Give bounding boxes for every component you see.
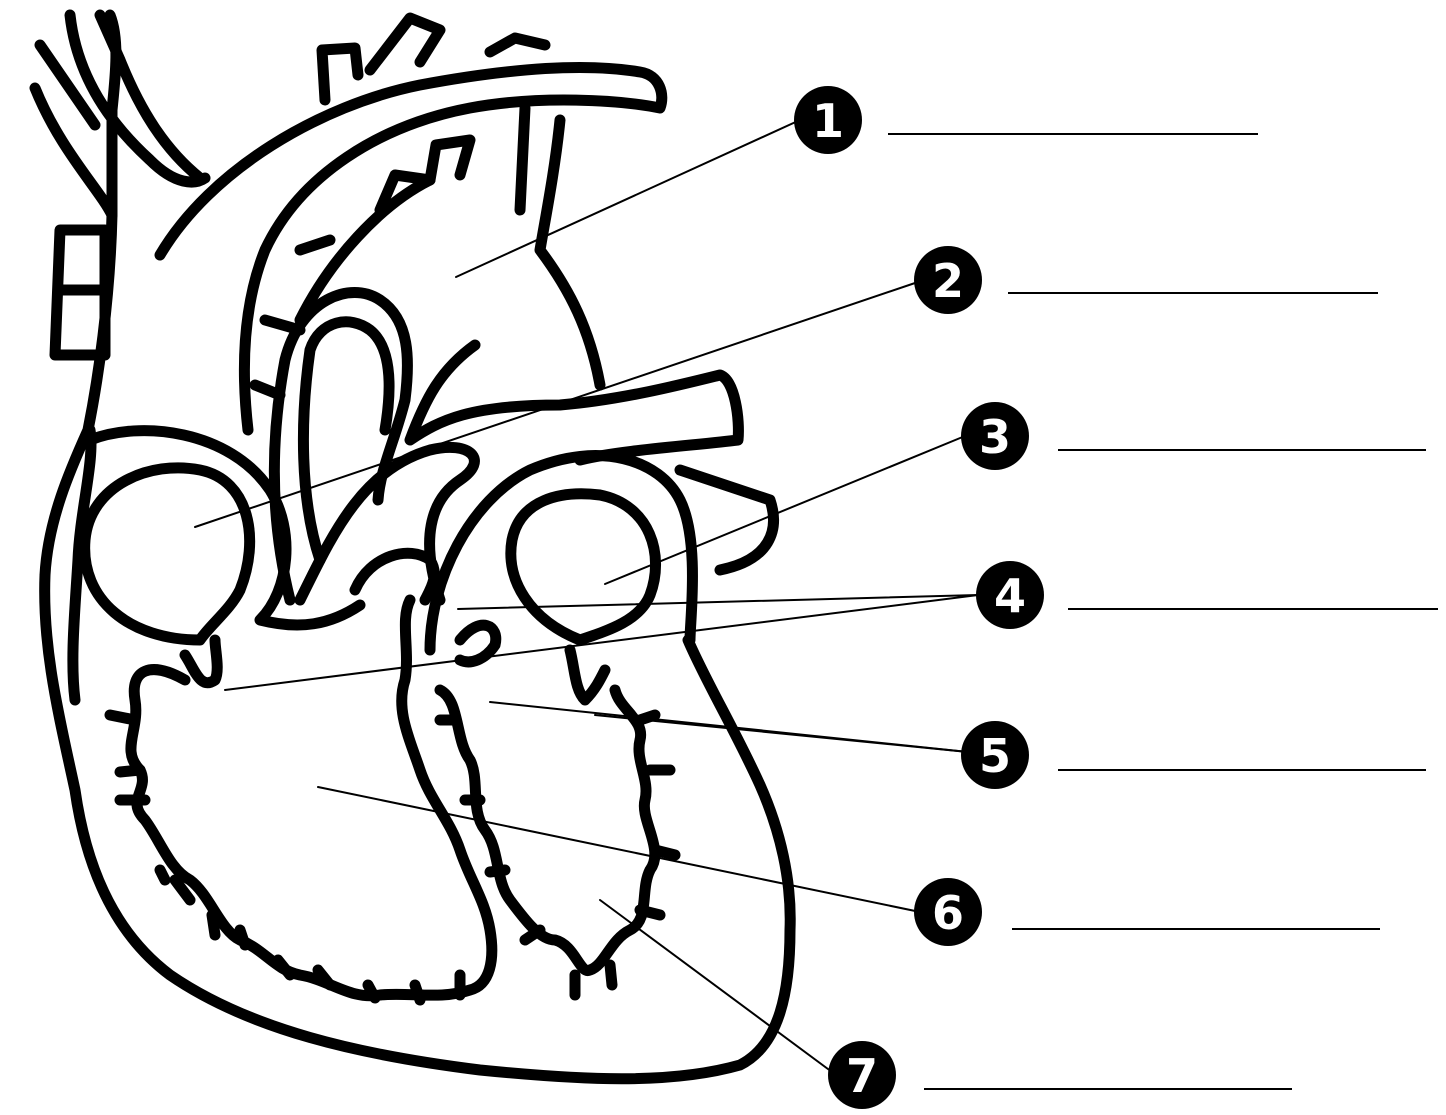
leader-line-1 [455,119,801,278]
pulmonary-trunk [268,287,413,606]
left-vessel-stubs [49,224,111,361]
left-ventricle-trabeculae [434,684,661,976]
trabeculae-spikes-left [104,709,466,1006]
trabeculae-spikes-right [434,709,681,1001]
leader-line-4a [457,594,979,610]
leader-lines [194,119,979,1073]
aorta-inner [294,102,606,391]
septum-upper [294,441,480,606]
leader-line-5b [594,714,969,753]
label-badges: 1 2 3 4 5 6 7 [794,86,1044,1109]
label-badge-3: 3 [961,402,1029,470]
label-badge-2: 2 [914,246,982,314]
left-atrium-wall [424,450,779,656]
tricuspid-valve [179,634,223,688]
label-badge-6: 6 [914,878,982,946]
heart-inner-left-wall [67,424,97,706]
heart-outer-wall [39,209,796,1085]
right-atrium-oval [79,462,256,646]
leader-line-7 [599,899,833,1073]
label-number-6: 6 [932,886,964,940]
leader-line-2 [194,281,919,528]
superior-vena-cava [29,9,211,221]
label-number-1: 1 [812,94,844,148]
label-number-4: 4 [994,569,1026,623]
answer-blanks [888,133,1438,1090]
right-atrium-wall [84,425,366,631]
aortic-arch [154,62,668,436]
heart-illustration [29,9,796,1085]
left-atrium-oval [505,488,662,646]
leader-line-4b [224,594,979,691]
label-number-2: 2 [932,254,964,308]
label-badge-4: 4 [976,561,1044,629]
mitral-valve [454,619,611,706]
label-number-3: 3 [979,410,1011,464]
label-badge-7: 7 [828,1041,896,1109]
label-number-5: 5 [979,729,1011,783]
aortic-arch-top-branches [316,12,551,106]
vena-cava-branch [34,9,206,184]
aorta-inner-strip [249,169,436,401]
pulmonary-artery-right [404,339,744,466]
label-number-7: 7 [846,1049,878,1103]
leader-line-3 [604,435,966,585]
label-badge-1: 1 [794,86,862,154]
leader-line-6 [317,786,921,913]
label-badge-5: 5 [961,721,1029,789]
